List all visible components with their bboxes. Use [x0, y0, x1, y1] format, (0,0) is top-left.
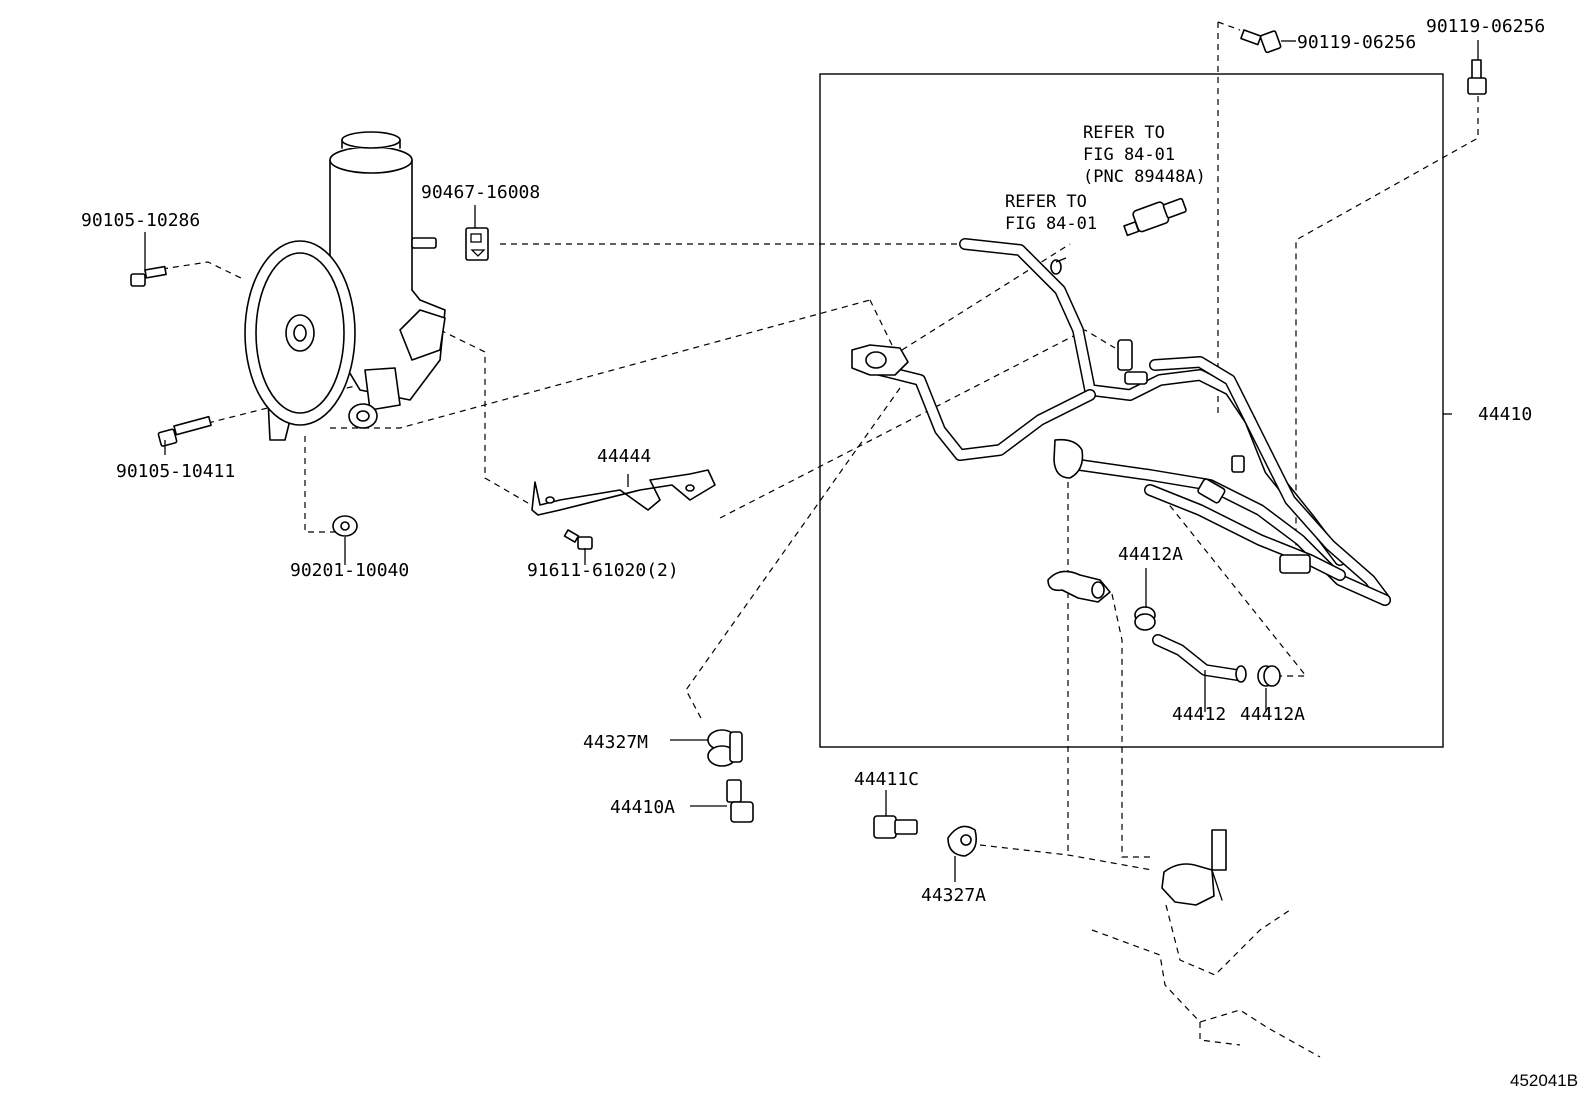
callout-44412A-a: 44412A [1118, 544, 1183, 565]
callout-90105-10411: 90105-10411 [116, 461, 235, 482]
gasket-44327A-icon [947, 825, 978, 857]
return-hose-44412-icon [1152, 634, 1247, 683]
callout-44412A-b: 44412A [1240, 704, 1305, 725]
bolt-90119-06256-a-icon [1240, 29, 1282, 54]
callout-90105-10286: 90105-10286 [81, 210, 200, 231]
refer-note-fig-line2: FIG 84-01 [1005, 214, 1097, 234]
callout-90119-06256-a: 90119-06256 [1297, 32, 1416, 53]
bolt-91611-61020-icon [563, 529, 593, 550]
figure-id: 452041B [1510, 1071, 1578, 1090]
clip-90467-16008-icon [465, 227, 489, 261]
clamp-44412A-b-icon [1257, 665, 1281, 687]
union-bolt-44410A-icon [726, 779, 754, 823]
callout-90201-10040: 90201-10040 [290, 560, 409, 581]
callout-90119-06256-b: 90119-06256 [1426, 16, 1545, 37]
callout-91611-61020: 91611-61020(2) [527, 560, 679, 581]
refer-note-pnc-line1: REFER TO [1083, 123, 1165, 143]
bolt-90105-10286-icon [130, 265, 167, 287]
callout-44410A: 44410A [610, 797, 675, 818]
clamp-44412A-a-icon [1134, 606, 1156, 631]
callout-44410: 44410 [1478, 404, 1532, 425]
union-bolt-44411C-icon [873, 815, 918, 839]
callout-44327A: 44327A [921, 885, 986, 906]
callout-44444: 44444 [597, 446, 651, 467]
bolt-90119-06256-b-icon [1467, 59, 1487, 95]
pressure-tube-assembly [851, 238, 1391, 606]
callout-44411C: 44411C [854, 769, 919, 790]
power-steering-pump [244, 131, 446, 441]
refer-note-fig-line1: REFER TO [1005, 192, 1087, 212]
washer-90201-10040-icon [332, 515, 358, 537]
bolt-90105-10411-icon [157, 415, 212, 447]
o-ring-icon [1050, 259, 1062, 275]
steering-gear-phantom [1091, 829, 1321, 1058]
refer-note-pnc-line3: (PNC 89448A) [1083, 167, 1206, 187]
dashed-reference-lines [161, 21, 1479, 871]
assembly-frame [819, 73, 1444, 748]
leader-lines [144, 40, 1479, 882]
pressure-switch-icon [1123, 197, 1187, 237]
refer-note-pnc-line2: FIG 84-01 [1083, 145, 1175, 165]
refer-note-pnc: REFER TO FIG 84-01 (PNC 89448A) [1083, 123, 1206, 187]
refer-note-fig: REFER TO FIG 84-01 [1005, 192, 1097, 234]
callout-44412: 44412 [1172, 704, 1226, 725]
union-fitting-icon [1047, 570, 1111, 603]
gasket-44327M-icon [707, 729, 743, 767]
callout-90467-16008: 90467-16008 [421, 182, 540, 203]
callout-44327M: 44327M [583, 732, 648, 753]
bracket-44444-icon [531, 469, 716, 516]
